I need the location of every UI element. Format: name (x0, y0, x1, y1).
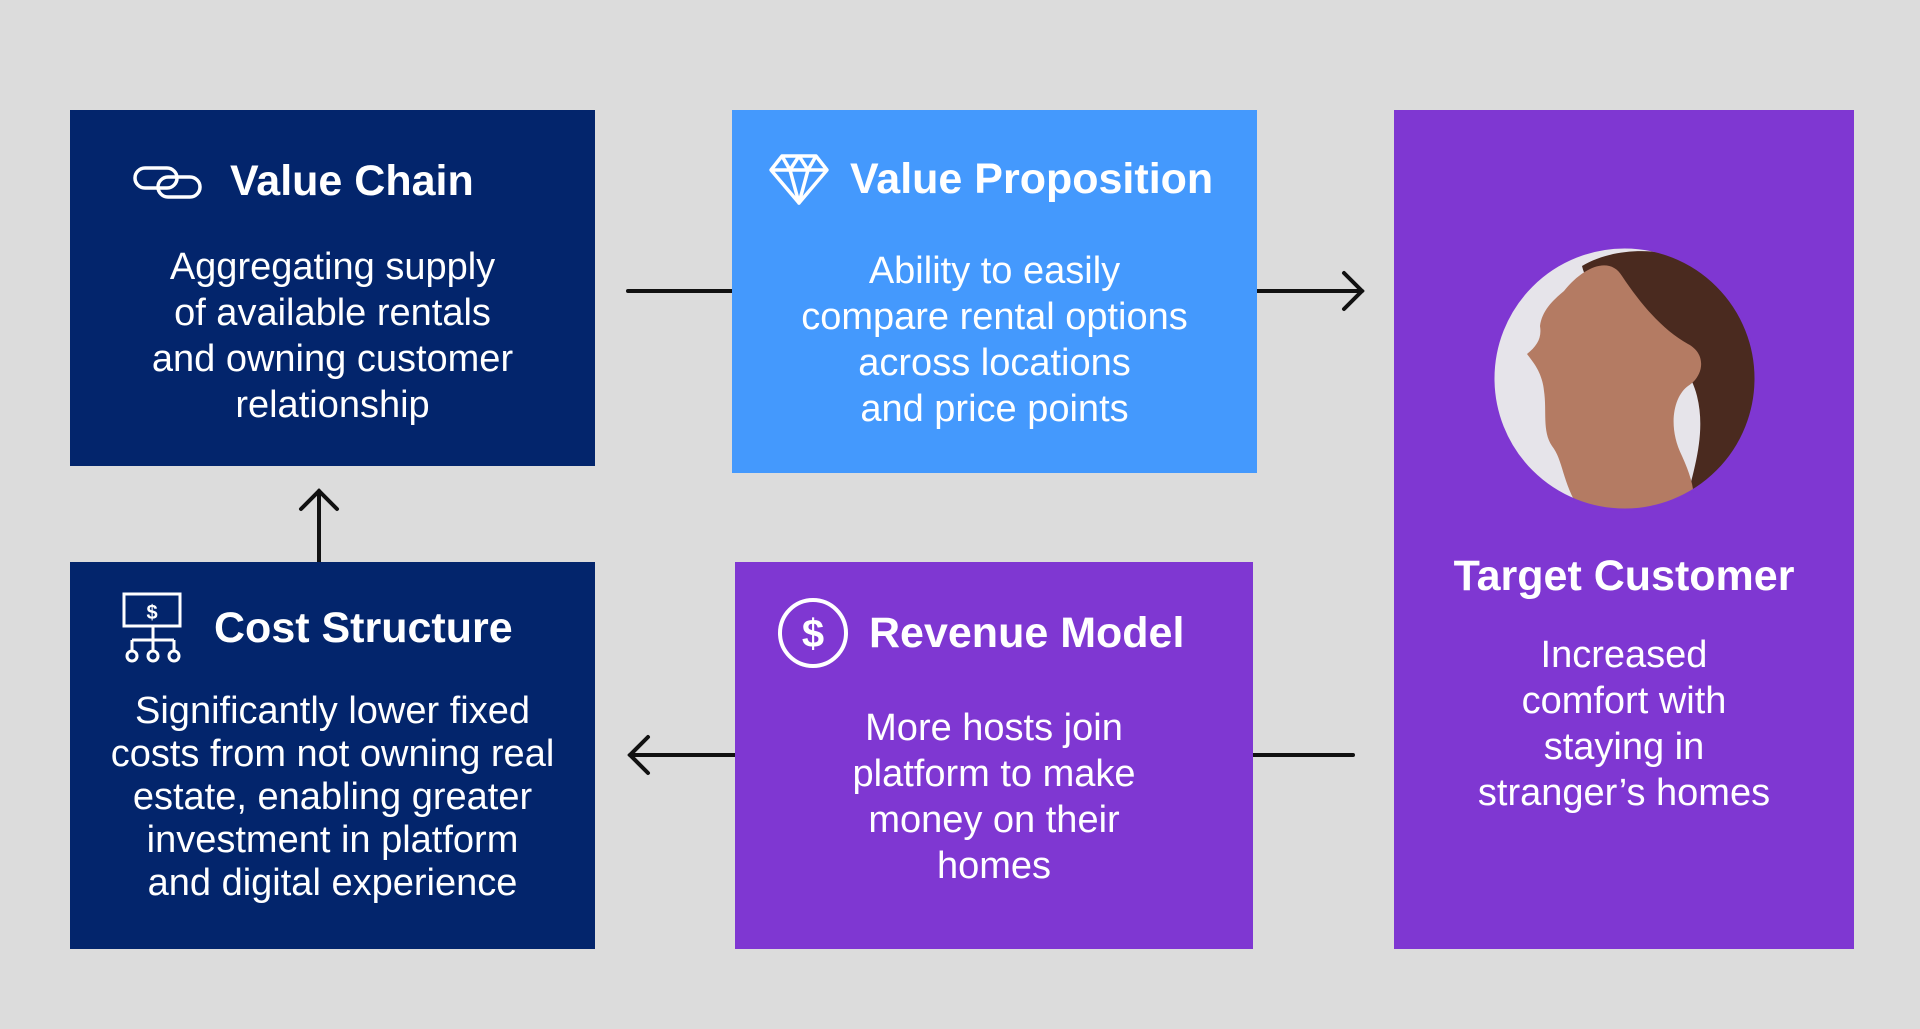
customer-portrait-icon (1492, 246, 1757, 511)
arrowhead-right (1342, 271, 1365, 311)
arrowhead-left (627, 735, 650, 775)
cost-structure-title: Cost Structure (214, 603, 513, 652)
cost-structure-card: $ Cost Structure Significantly lower fix… (70, 562, 595, 949)
value-chain-card: Value Chain Aggregating supply of availa… (70, 110, 595, 466)
diamond-icon (768, 152, 830, 206)
revenue-model-title: Revenue Model (869, 608, 1185, 657)
target-customer-title: Target Customer (1453, 552, 1795, 600)
chain-link-icon (132, 160, 204, 204)
cost-hierarchy-icon: $ (122, 592, 184, 664)
revenue-model-description: More hosts join platform to make money o… (852, 707, 1136, 887)
arrowhead-up (299, 488, 339, 511)
dollar-circle-icon: $ (777, 597, 849, 669)
svg-text:$: $ (802, 612, 824, 656)
value-proposition-description: Ability to easily compare rental options… (801, 250, 1188, 430)
value-proposition-card: Value Proposition Ability to easily comp… (732, 110, 1257, 473)
target-customer-description: Increased comfort with staying in strang… (1477, 634, 1771, 814)
value-chain-description: Aggregating supply of available rentals … (151, 246, 514, 426)
cost-structure-description: Significantly lower fixed costs from not… (110, 690, 555, 904)
revenue-model-card: $ Revenue Model More hosts join platform… (735, 562, 1253, 949)
value-proposition-title: Value Proposition (850, 154, 1214, 203)
target-customer-card: Target Customer Increased comfort with s… (1394, 110, 1854, 949)
svg-text:$: $ (146, 602, 157, 624)
value-chain-title: Value Chain (230, 157, 474, 205)
